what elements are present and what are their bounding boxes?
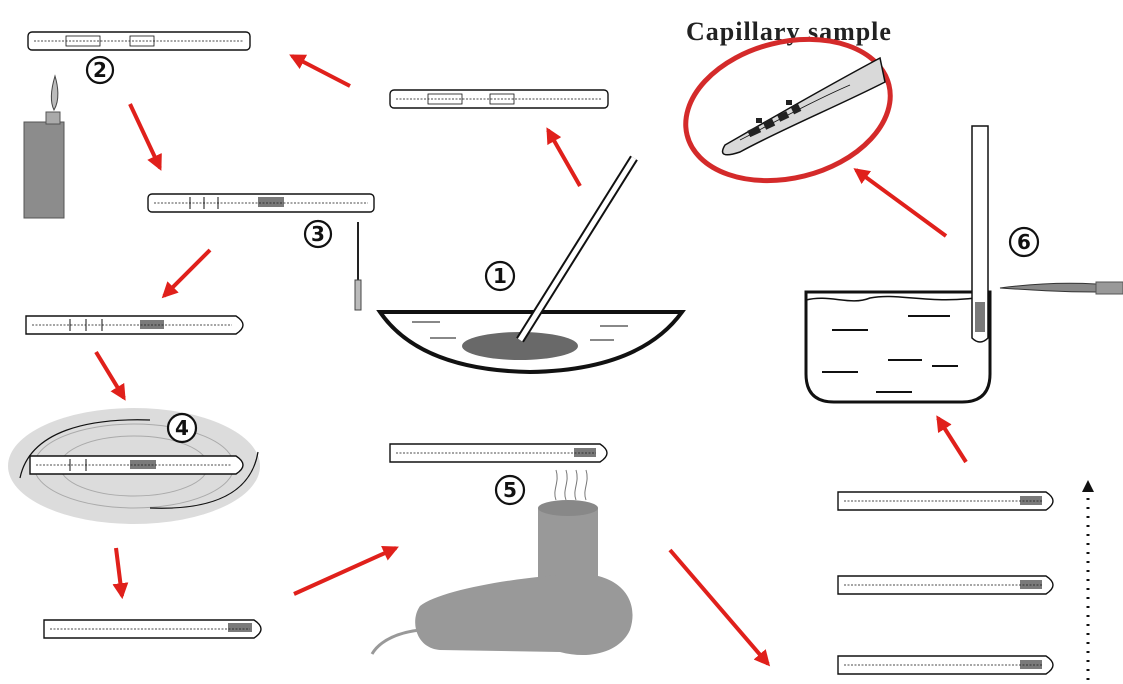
lighter-icon xyxy=(24,76,64,218)
svg-text:1: 1 xyxy=(493,264,507,288)
tube-after-step1 xyxy=(390,90,608,108)
step-5-badge: 5 xyxy=(496,476,524,504)
svg-text:5: 5 xyxy=(503,478,517,502)
zoomed-capillary xyxy=(671,19,906,201)
step-2-badge: 2 xyxy=(87,57,113,83)
tube-step5 xyxy=(390,444,607,462)
step-1-badge: 1 xyxy=(486,262,514,290)
mortar-bowl-icon xyxy=(380,158,682,372)
spin-disk xyxy=(8,408,260,524)
svg-text:3: 3 xyxy=(311,222,325,246)
tube-step3 xyxy=(148,194,374,212)
step-4-badge: 4 xyxy=(168,414,196,442)
steam-icon xyxy=(555,470,587,500)
step-6-badge: 6 xyxy=(1010,228,1038,256)
svg-text:6: 6 xyxy=(1017,230,1031,254)
hair-dryer-icon xyxy=(372,500,633,655)
tube-centrifuged xyxy=(44,620,261,638)
tube-sealed xyxy=(26,316,243,334)
flame-icon xyxy=(1000,282,1123,294)
tube-right-2 xyxy=(838,576,1053,594)
tube-right-1 xyxy=(838,492,1053,510)
step-3-badge: 3 xyxy=(305,221,331,247)
needle-icon xyxy=(355,222,361,310)
svg-text:2: 2 xyxy=(93,58,107,82)
svg-text:4: 4 xyxy=(175,416,189,440)
tube-step2 xyxy=(28,32,250,50)
tube-right-3 xyxy=(838,656,1053,674)
